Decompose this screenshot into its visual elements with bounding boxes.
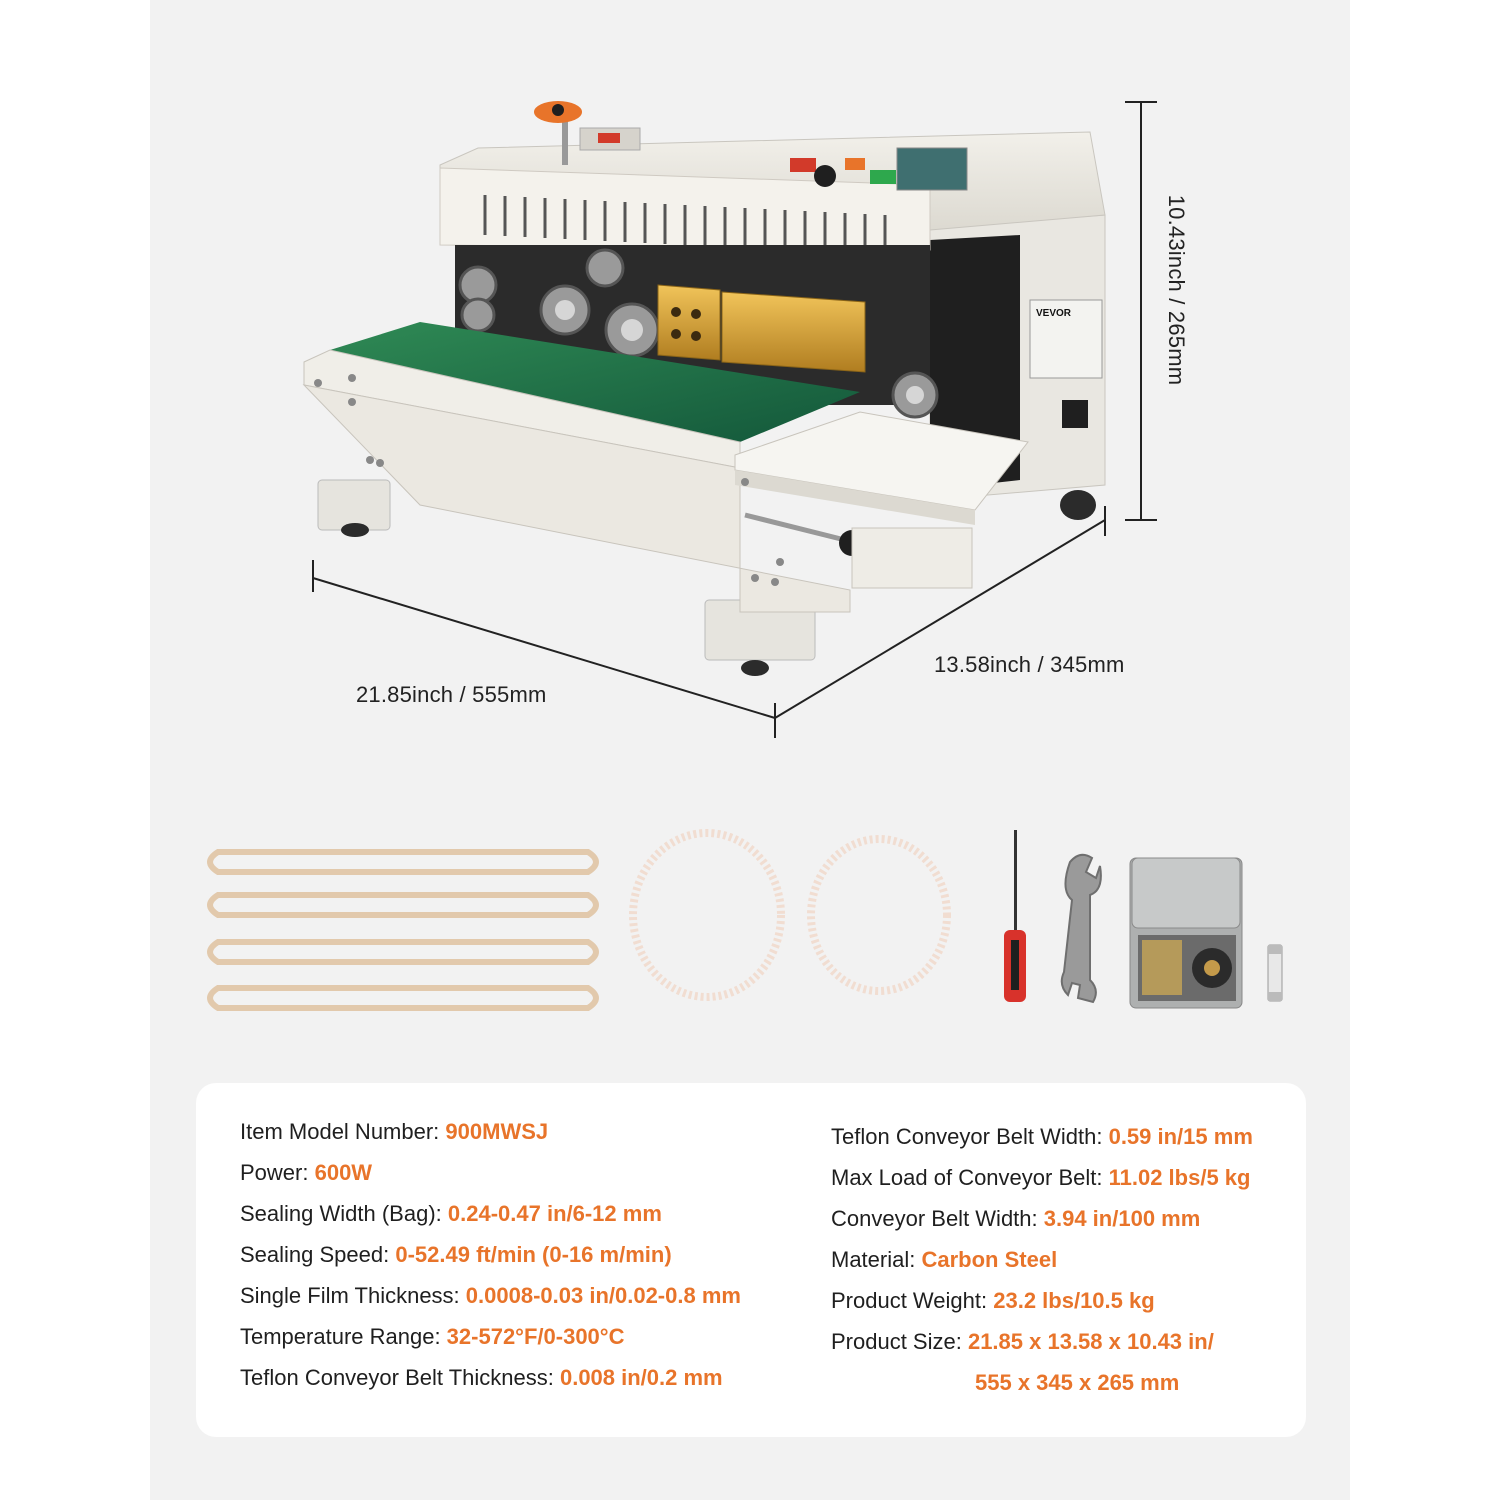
spec-label: Sealing Width (Bag): — [240, 1201, 448, 1226]
spec-value: 900MWSJ — [445, 1119, 549, 1144]
spec-value: Carbon Steel — [921, 1247, 1058, 1272]
fuse-icon — [1267, 944, 1283, 1002]
power-switch-green — [870, 170, 896, 184]
heating-block — [657, 284, 721, 361]
spec-value: 600W — [314, 1160, 373, 1185]
band-sealer-machine: VEVOR — [302, 101, 1106, 676]
spec-row: Teflon Conveyor Belt Thickness: 0.008 in… — [240, 1364, 723, 1392]
spec-row: Max Load of Conveyor Belt: 11.02 lbs/5 k… — [831, 1164, 1250, 1192]
spec-row: Power: 600W — [240, 1159, 372, 1187]
spec-value: 0.59 in/15 mm — [1108, 1124, 1253, 1149]
type-character-box-icon — [1129, 857, 1243, 1009]
spec-value: 3.94 in/100 mm — [1043, 1206, 1201, 1231]
spec-label: Single Film Thickness: — [240, 1283, 466, 1308]
spec-label: Teflon Conveyor Belt Width: — [831, 1124, 1109, 1149]
heating-band-icon — [207, 849, 599, 1011]
accessories-row — [207, 829, 1283, 1011]
spec-row: Sealing Width (Bag): 0.24-0.47 in/6-12 m… — [240, 1200, 662, 1228]
speed-knob-icon — [814, 165, 836, 187]
screwdriver-icon — [1004, 830, 1026, 1002]
spec-row: Sealing Speed: 0-52.49 ft/min (0-16 m/mi… — [240, 1241, 672, 1269]
spec-row: Single Film Thickness: 0.0008-0.03 in/0.… — [240, 1282, 741, 1310]
spec-label: Conveyor Belt Width: — [831, 1206, 1044, 1231]
indicator-orange — [845, 158, 865, 170]
spec-value: 0-52.49 ft/min (0-16 m/min) — [395, 1242, 672, 1267]
spec-value: 0.008 in/0.2 mm — [559, 1365, 723, 1390]
spec-label: Item Model Number: — [240, 1119, 446, 1144]
spec-label: Product Size: — [831, 1329, 968, 1354]
timing-belt-icon — [629, 829, 951, 1001]
spec-value: 555 x 345 x 265 mm — [975, 1370, 1180, 1395]
spec-value: 32-572°F/0-300°C — [446, 1324, 625, 1349]
conveyor-belt — [330, 322, 860, 442]
wrench-icon — [1060, 853, 1102, 1004]
spec-row: 555 x 345 x 265 mm — [975, 1369, 1179, 1397]
spec-label: Sealing Speed: — [240, 1242, 396, 1267]
brand-logo: VEVOR — [1036, 308, 1072, 319]
temperature-display — [896, 147, 968, 191]
spec-label: Max Load of Conveyor Belt: — [831, 1165, 1109, 1190]
spec-row: Material: Carbon Steel — [831, 1246, 1057, 1274]
length-dimension-label: 21.85inch / 555mm — [356, 682, 547, 707]
power-switch-red — [790, 158, 816, 172]
spec-label: Teflon Conveyor Belt Thickness: — [240, 1365, 560, 1390]
length-dimension-line — [312, 560, 776, 738]
depth-dimension-label: 13.58inch / 345mm — [934, 652, 1125, 677]
spec-value: 23.2 lbs/10.5 kg — [993, 1288, 1155, 1313]
spec-value: 0.24-0.47 in/6-12 mm — [447, 1201, 662, 1226]
spec-row: Item Model Number: 900MWSJ — [240, 1118, 548, 1146]
spec-value: 11.02 lbs/5 kg — [1108, 1165, 1251, 1190]
rear-left-foot — [317, 479, 391, 531]
spec-row: Teflon Conveyor Belt Width: 0.59 in/15 m… — [831, 1123, 1253, 1151]
spec-row: Product Weight: 23.2 lbs/10.5 kg — [831, 1287, 1155, 1315]
spec-label-plate — [1029, 299, 1103, 379]
spec-value: 0.0008-0.03 in/0.02-0.8 mm — [465, 1283, 741, 1308]
cooling-block — [721, 291, 866, 373]
height-dimension-line — [1125, 101, 1157, 521]
depth-dimension-line — [774, 506, 1106, 719]
spec-card: Item Model Number: 900MWSJ Power: 600W S… — [196, 1083, 1306, 1437]
spec-label: Power: — [240, 1160, 315, 1185]
spec-row: Product Size: 21.85 x 13.58 x 10.43 in/ — [831, 1328, 1214, 1356]
spec-label: Product Weight: — [831, 1288, 994, 1313]
spec-row: Conveyor Belt Width: 3.94 in/100 mm — [831, 1205, 1200, 1233]
height-dimension-label: 10.43inch / 265mm — [1164, 194, 1189, 386]
spec-row: Temperature Range: 32-572°F/0-300°C — [240, 1323, 624, 1351]
output-tray — [734, 411, 1029, 511]
spec-value: 21.85 x 13.58 x 10.43 in/ — [967, 1329, 1214, 1354]
spec-label: Material: — [831, 1247, 922, 1272]
spec-label: Temperature Range: — [240, 1324, 447, 1349]
